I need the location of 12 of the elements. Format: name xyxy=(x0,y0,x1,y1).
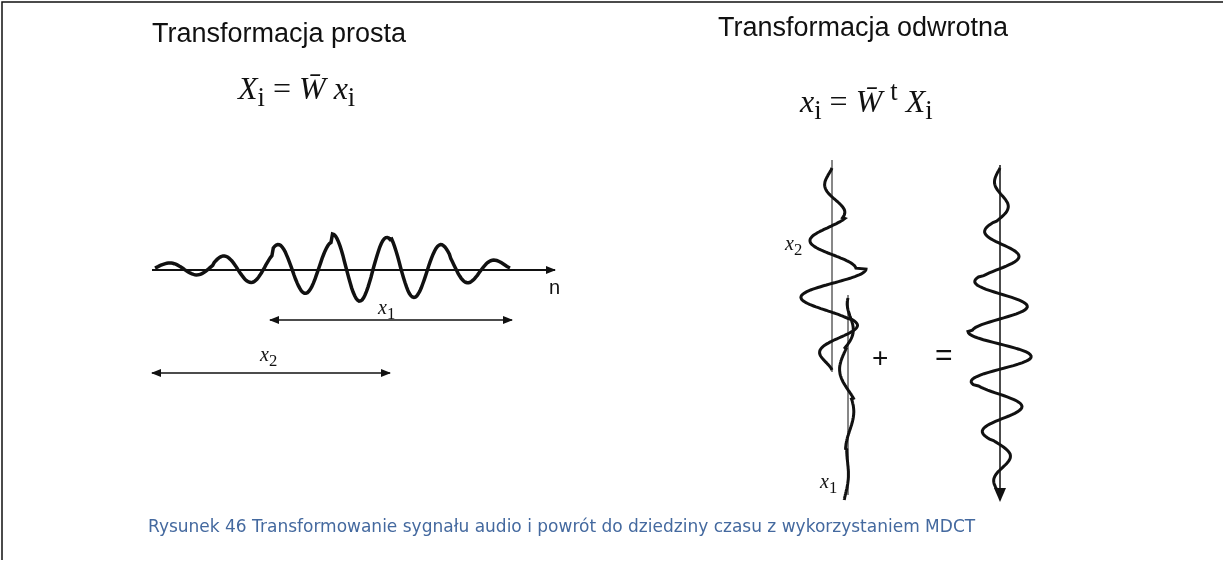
formula: x$_{i}$ = W̄ $^{t}$ X$_{i}$ xyxy=(800,76,933,127)
axis-label: n xyxy=(549,276,561,299)
signal-label: x$_{1}$ xyxy=(378,296,396,324)
equals-sign: = xyxy=(935,338,953,372)
signal-label: x$_{1}$ xyxy=(820,470,838,498)
plus-sign: + xyxy=(872,342,889,374)
heading: Transformacja prosta xyxy=(152,18,407,49)
signal-label: x$_{2}$ xyxy=(785,232,803,260)
formula: X$_{i}$ = W̄ x$_{i}$ xyxy=(238,70,356,114)
heading: Transformacja odwrotna xyxy=(718,12,1009,43)
signal-label: x$_{2}$ xyxy=(260,343,278,371)
caption: Rysunek 46 Transformowanie sygnału audio i powrót do dziedziny czasu z wykorzystaniem MDCT xyxy=(148,516,976,536)
